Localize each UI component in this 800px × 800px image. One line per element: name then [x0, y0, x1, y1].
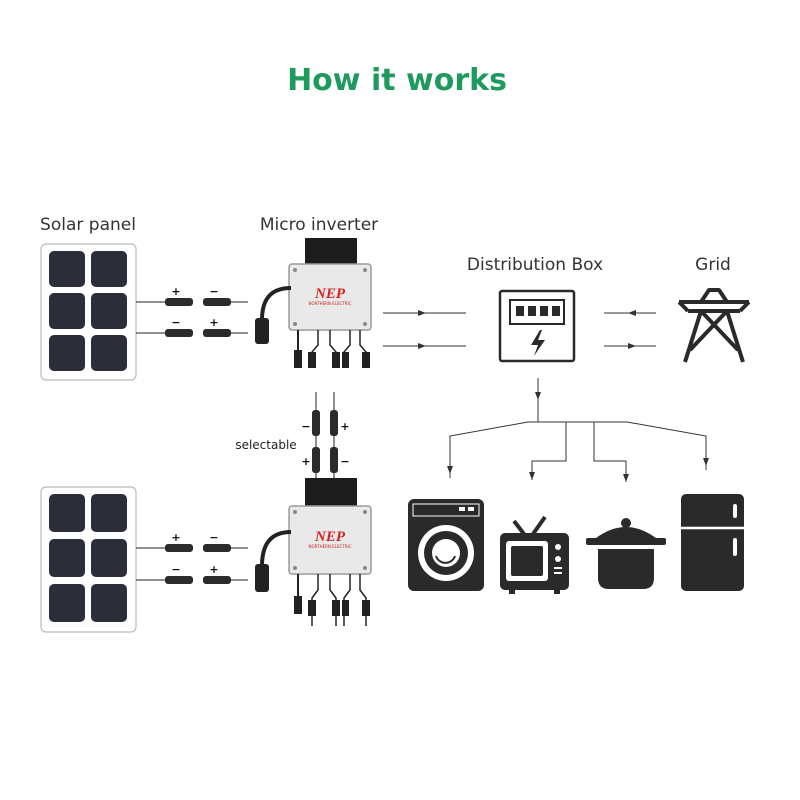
minus-sign: −	[171, 563, 180, 576]
brand-logo: NEP	[314, 529, 346, 545]
cooking-pot-icon	[586, 518, 666, 589]
distribution-tree	[447, 378, 709, 482]
flow-arrow	[604, 310, 656, 349]
distribution-box-icon	[498, 289, 576, 363]
plus-sign: +	[171, 285, 180, 298]
plus-sign: +	[301, 455, 310, 468]
plus-sign: +	[171, 531, 180, 544]
plus-sign: +	[340, 420, 349, 433]
label-solar-panel: Solar panel	[40, 215, 136, 235]
minus-sign: −	[209, 285, 218, 298]
brand-logo: NEP	[314, 286, 346, 302]
plus-sign: +	[209, 563, 218, 576]
power-tower-icon	[677, 288, 751, 363]
television-icon	[500, 515, 569, 594]
solar-panel-icon	[40, 243, 137, 381]
dc-connector-pair: + − − +	[136, 531, 248, 584]
page-title: How it works	[287, 63, 507, 98]
minus-sign: −	[209, 531, 218, 544]
label-distribution-box: Distribution Box	[467, 255, 603, 275]
washing-machine-icon	[408, 499, 484, 591]
micro-inverter-icon: NEP NORTHERN ELECTRIC	[255, 238, 372, 368]
label-grid: Grid	[695, 255, 731, 275]
flow-arrow	[383, 310, 466, 349]
micro-inverter-icon: NEP NORTHERN ELECTRIC	[255, 478, 372, 626]
minus-sign: −	[171, 316, 180, 329]
solar-panel-icon	[40, 486, 137, 633]
minus-sign: −	[301, 420, 310, 433]
minus-sign: −	[340, 455, 349, 468]
dc-connector-pair: + − − +	[136, 285, 248, 337]
refrigerator-icon	[681, 494, 744, 591]
label-selectable: selectable	[235, 438, 296, 452]
plus-sign: +	[209, 316, 218, 329]
brand-subtitle: NORTHERN ELECTRIC	[309, 301, 352, 306]
brand-subtitle: NORTHERN ELECTRIC	[309, 544, 352, 549]
label-micro-inverter: Micro inverter	[260, 215, 378, 235]
selectable-connector: − + + −	[301, 392, 350, 478]
